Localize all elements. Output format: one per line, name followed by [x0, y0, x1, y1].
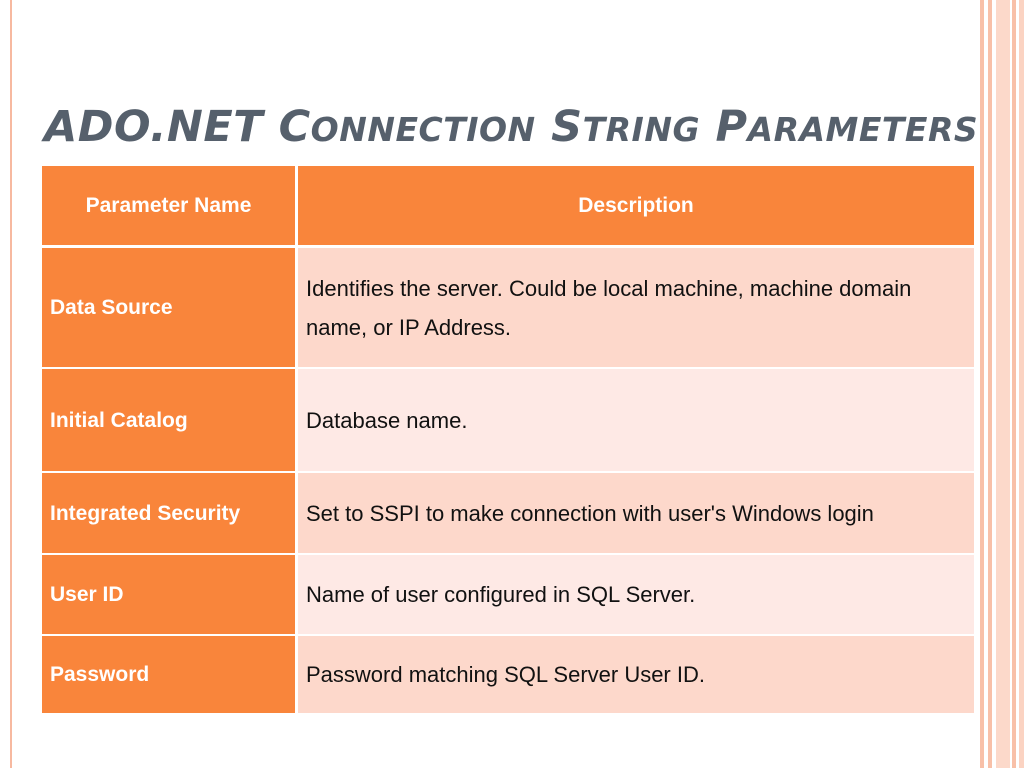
title-cap-4: P	[715, 102, 748, 152]
header-description: Description	[298, 166, 974, 248]
slide-frame-right	[988, 0, 992, 768]
param-name: Initial Catalog	[42, 369, 298, 473]
header-parameter-name: Parameter Name	[42, 166, 298, 248]
slide-frame-right	[980, 0, 984, 768]
slide-frame-left	[10, 0, 12, 768]
param-description: Set to SSPI to make connection with user…	[298, 473, 974, 555]
slide-frame-right	[1019, 0, 1024, 768]
param-description: Name of user configured in SQL Server.	[298, 555, 974, 636]
slide-frame-right	[996, 0, 1010, 768]
param-description: Identifies the server. Could be local ma…	[298, 248, 974, 369]
title-rest-3: TRING	[582, 110, 701, 149]
table-row: Data Source Identifies the server. Could…	[42, 248, 974, 369]
param-name: Data Source	[42, 248, 298, 369]
table-row: Initial Catalog Database name.	[42, 369, 974, 473]
param-description: Database name.	[298, 369, 974, 473]
title-rest-4: ARAMETERS	[747, 110, 979, 149]
table-header-row: Parameter Name Description	[42, 166, 974, 248]
param-description: Password matching SQL Server User ID.	[298, 636, 974, 715]
table-row: User ID Name of user configured in SQL S…	[42, 555, 974, 636]
table-row: Integrated Security Set to SSPI to make …	[42, 473, 974, 555]
title-cap-2: C	[278, 102, 311, 152]
slide-frame-right	[1012, 0, 1016, 768]
title-cap-3: S	[551, 102, 583, 152]
slide-title: ADO.NET CONNECTION STRING PARAMETERS	[44, 92, 978, 165]
table-row: Password Password matching SQL Server Us…	[42, 636, 974, 715]
param-name: User ID	[42, 555, 298, 636]
parameters-table: Parameter Name Description Data Source I…	[42, 166, 974, 715]
title-word-1: ADO.NET	[44, 102, 264, 152]
title-rest-2: ONNECTION	[310, 110, 536, 149]
param-name: Password	[42, 636, 298, 715]
param-name: Integrated Security	[42, 473, 298, 555]
